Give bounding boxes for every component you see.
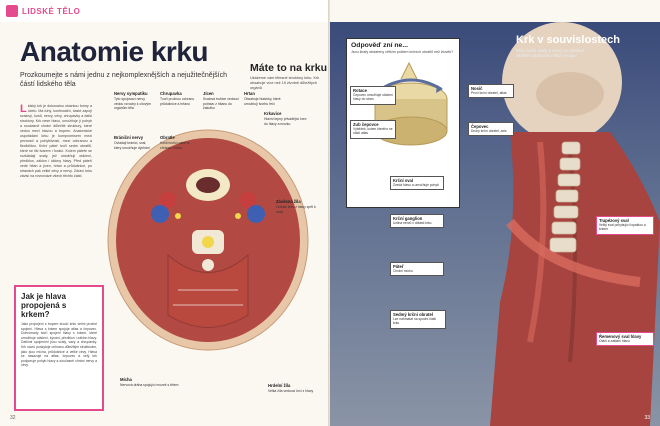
page-number-right: 33 [644,415,650,421]
drop-cap: L [20,103,27,115]
mato-section: Máte to na krku Ukážeme vám tělesné stru… [250,62,328,91]
right-page: Krk v souvislostech Krční kosti, svaly a… [330,0,660,426]
vertebra-illustration [374,61,448,146]
question-text: Jako propojení s trupem slouží krku velm… [21,322,97,368]
right-subtitle: Krční kosti, svaly a nervy ve vztahu k o… [516,48,585,59]
mato-heading: Máte to na krku [250,62,328,74]
question-heading: Jak je hlava propojená s krkem? [21,292,67,319]
left-header: LIDSKÉ TĚLO [0,0,330,22]
question-box: Jak je hlava propojená s krkem? Jako pro… [14,285,104,411]
right-title: Krk v souvislostech [516,34,620,46]
left-page: LIDSKÉ TĚLO Anatomie krku Prozkoumejte s… [0,0,330,426]
neck-cross-section-illustration [107,129,309,351]
odpoved-heading: Odpověď zní ne... [351,42,409,49]
page-title: Anatomie krku [20,36,209,67]
odpoved-question: Jsou žirafy obdařeny větším počtem krční… [351,50,454,54]
intro-text: Prozkoumejte s námi jednu z nejkomplexně… [20,72,227,88]
page-number-left: 32 [10,415,16,421]
mato-text: Ukážeme vám tělesné struktury krku. Krk … [250,76,320,90]
neck-side-illustration [490,22,660,426]
section-label: LIDSKÉ TĚLO [22,6,81,16]
section-tag: LIDSKÉ TĚLO [6,4,80,18]
section-marker-icon [6,5,18,17]
body-paragraph: idský krk je dokonalou ukázkou formy a ú… [20,104,92,178]
